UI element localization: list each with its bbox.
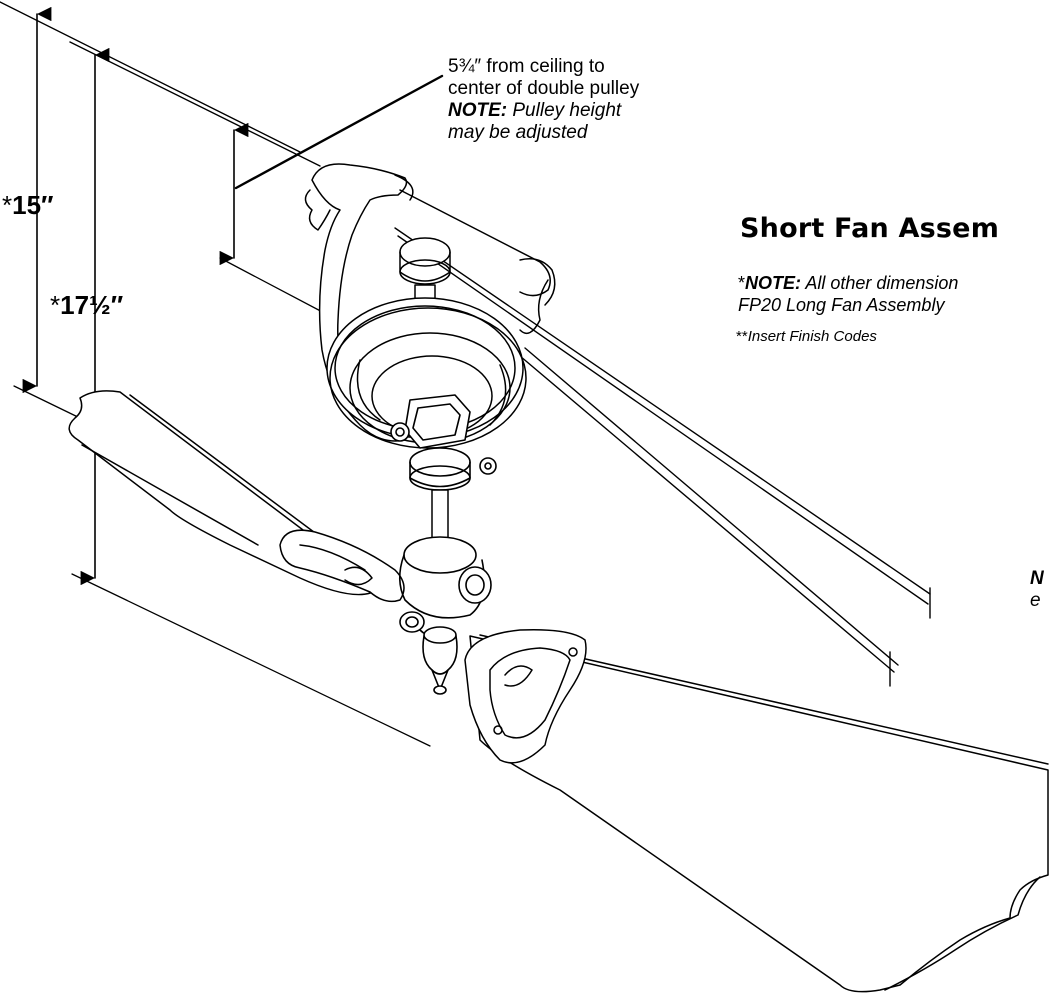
page-title: Short Fan Assem [740,213,1000,244]
ceiling-line-outer [0,1,301,153]
cut-off-text: N e [1030,568,1044,612]
extension-line-15 [13,385,85,421]
drive-belts [394,227,931,687]
right-blade-iron [464,628,587,764]
dimension-value: 15″ [12,190,54,220]
callout-note-line: NOTE: Pulley height [448,100,639,122]
pulley-callout: 5¾″ from ceiling to center of double pul… [448,56,639,144]
cut-off-line: e [1030,590,1041,611]
asterisk: * [738,273,746,293]
note-line: *NOTE: All other dimension [738,272,958,294]
callout-line: center of double pulley [448,78,640,99]
dimension-15-label: *15″ [2,190,54,221]
finish-note-text: Insert Finish Codes [747,328,877,345]
note-label: NOTE: [745,273,802,293]
callout-note-label: NOTE: [448,100,508,121]
extension-line-17-5 [71,573,431,747]
left-blade-iron [279,529,405,603]
extension-line-pulley [219,257,331,317]
note-line: FP20 Long Fan Assembly [738,295,945,315]
motor-housing [390,394,497,491]
ceiling-line-inner [69,41,321,167]
dimension-17-5-label: *17½″ [50,290,123,321]
note-text: All other dimension [801,273,959,293]
finish-note: **Insert Finish Codes [736,328,877,345]
callout-leader [234,74,444,190]
callout-note-text: Pulley height [507,100,622,121]
asterisk: * [2,190,13,220]
dimension-note: *NOTE: All other dimension FP20 Long Fan… [738,272,958,316]
callout-line: 5¾″ from ceiling to [448,56,605,77]
callout-line: may be adjusted [448,122,588,143]
asterisk: * [50,290,61,320]
asterisk: ** [736,328,748,345]
cut-off-line: N [1030,568,1044,589]
fan-motor-head [398,536,492,695]
dimension-value: 17½″ [60,290,124,320]
